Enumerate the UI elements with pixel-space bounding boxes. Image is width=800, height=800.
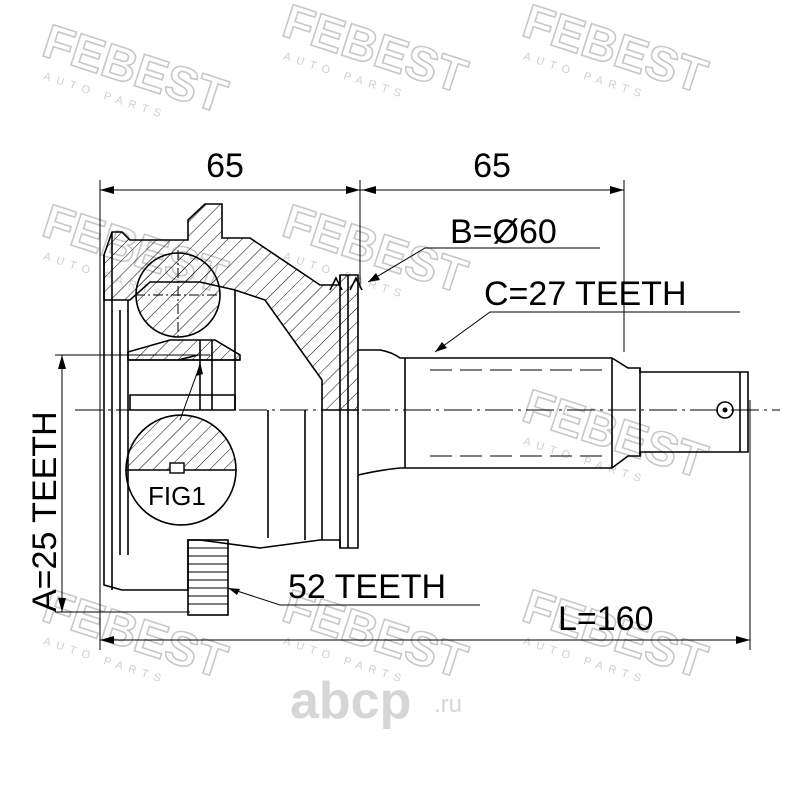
fig-label: FIG1 bbox=[148, 481, 206, 511]
abcp-logo: abcp .ru bbox=[290, 672, 462, 730]
dim-c-teeth: C=27 TEETH bbox=[484, 275, 687, 313]
inner-race-lower bbox=[129, 394, 236, 411]
dim-top-right: 65 bbox=[473, 147, 511, 185]
dim-a-teeth: A=25 TEETH bbox=[26, 411, 64, 612]
dimension-lines bbox=[58, 186, 750, 644]
abs-ring bbox=[187, 539, 229, 616]
inner-race bbox=[127, 339, 241, 361]
output-shaft bbox=[357, 349, 749, 476]
leader-lines bbox=[227, 247, 740, 641]
dim-length: L=160 bbox=[558, 600, 654, 638]
logo-main-text: abcp bbox=[290, 672, 411, 730]
dim-top-left: 65 bbox=[206, 147, 244, 185]
dim-b-diameter: B=Ø60 bbox=[450, 213, 557, 251]
upper-ball bbox=[135, 250, 221, 340]
logo-suffix-text: .ru bbox=[434, 691, 462, 718]
lower-ball bbox=[125, 354, 237, 526]
dim-ring-teeth: 52 TEETH bbox=[288, 568, 446, 606]
